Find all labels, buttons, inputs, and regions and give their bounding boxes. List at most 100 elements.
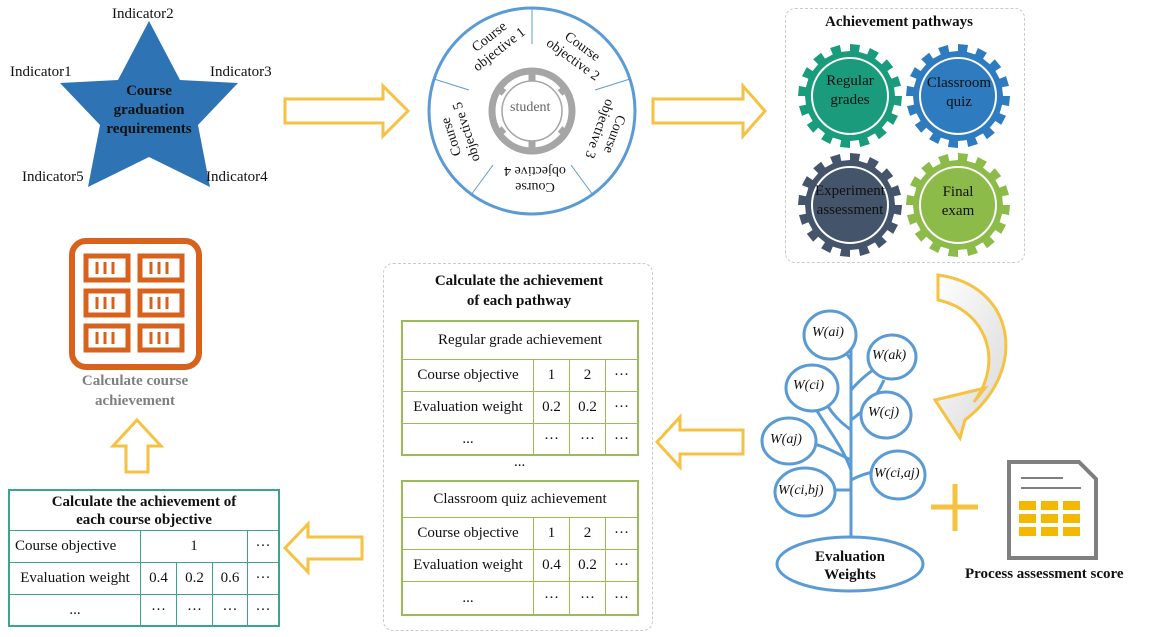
gear-line: quiz bbox=[946, 94, 972, 110]
table-cell: ··· bbox=[213, 595, 248, 625]
tree-leaf-label: W(ai) bbox=[812, 325, 844, 340]
objective-line: objective 4 bbox=[504, 163, 566, 178]
table-cell: 1 bbox=[534, 518, 570, 550]
document-spreadsheet-icon bbox=[1007, 460, 1098, 560]
tree-leaf-label: W(ci,aj) bbox=[874, 466, 920, 481]
tree-leaf-label: W(ci,bj) bbox=[778, 483, 824, 498]
table-cell: ··· bbox=[141, 595, 177, 625]
objective-calc-title: Calculate the achievement of each course… bbox=[10, 491, 278, 531]
gear-line: Regular bbox=[826, 73, 874, 89]
tree-leaf-label: W(ak) bbox=[872, 348, 907, 363]
table-cell: ··· bbox=[570, 424, 606, 454]
label-line: Calculate course bbox=[81, 373, 189, 389]
tree-label-line: Evaluation bbox=[814, 549, 886, 565]
arrow-up-icon bbox=[109, 417, 165, 474]
table-cell: ··· bbox=[177, 595, 213, 625]
title-line: Calculate the achievement bbox=[434, 273, 604, 289]
gear-line: Final bbox=[942, 184, 974, 200]
indicator-4-label: Indicator4 bbox=[206, 169, 268, 185]
course-achievement-label: Calculate course achievement bbox=[60, 371, 210, 411]
gear-experiment-label: Experiment assessment bbox=[802, 182, 898, 220]
title-line: of each pathway bbox=[466, 293, 572, 309]
table-cell: Course objective bbox=[10, 531, 141, 563]
table-cell: Evaluation weight bbox=[403, 550, 534, 582]
table-cell: 0.2 bbox=[177, 563, 213, 595]
table-cell: ··· bbox=[255, 601, 271, 618]
table-cell: ··· bbox=[534, 424, 570, 454]
indicator-3-label: Indicator3 bbox=[210, 64, 272, 80]
classroom-quiz-table: Classroom quiz achievement Course object… bbox=[401, 480, 639, 616]
tree-leaf-label: W(ci) bbox=[793, 378, 825, 393]
table-cell: 2 bbox=[570, 518, 606, 550]
plus-icon bbox=[931, 484, 978, 531]
table-cell: ··· bbox=[248, 531, 278, 563]
table-cell: 0.2 bbox=[570, 392, 606, 424]
table-cell: Course objective bbox=[403, 360, 534, 392]
table-cell: 0.4 bbox=[534, 550, 570, 582]
table-cell: Evaluation weight bbox=[403, 392, 534, 424]
indicator-1-label: Indicator1 bbox=[10, 64, 72, 80]
pathway-gears bbox=[798, 44, 1010, 257]
gear-line: Experiment bbox=[815, 183, 885, 199]
gear-inner-ring bbox=[919, 166, 997, 244]
gear-line: Classroom bbox=[926, 75, 992, 91]
wheel-hub-label: student bbox=[510, 100, 551, 115]
table-cell: 1 bbox=[534, 360, 570, 392]
table-cell: ... bbox=[403, 582, 534, 614]
graduation-requirements-label: Course graduation requirements bbox=[90, 82, 208, 139]
title-line: Calculate the achievement of bbox=[51, 493, 237, 510]
table-cell: ··· bbox=[570, 582, 606, 614]
table-cell: 0.6 bbox=[213, 563, 248, 595]
tree-leaf-label: W(cj) bbox=[868, 405, 900, 420]
gear-line: assessment bbox=[816, 202, 884, 218]
table-cell: 0.2 bbox=[570, 550, 606, 582]
table-cell: ... bbox=[403, 424, 534, 454]
gear-regular-grades-label: Regular grades bbox=[810, 72, 890, 110]
gear-final-exam-label: Final exam bbox=[918, 183, 998, 221]
table-cell: ... bbox=[10, 595, 141, 625]
objective-line: Course bbox=[515, 179, 555, 194]
table-separator: ... bbox=[514, 454, 526, 470]
table-cell: 0.4 bbox=[141, 563, 177, 595]
table-cell: ··· bbox=[614, 589, 629, 606]
table-cell: 1 bbox=[141, 531, 248, 563]
graduation-line: graduation bbox=[113, 102, 185, 118]
arrow-left-icon bbox=[282, 520, 364, 576]
table-cell: Evaluation weight bbox=[10, 563, 141, 595]
curved-arrow-icon bbox=[932, 273, 1008, 442]
table-cell: ··· bbox=[614, 430, 629, 447]
table-cell: ··· bbox=[606, 518, 637, 550]
table-title: Regular grade achievement bbox=[403, 322, 637, 360]
gear-inner-ring bbox=[811, 166, 889, 244]
evaluation-weights-label: Evaluation Weights bbox=[800, 548, 900, 584]
gear-inner-ring bbox=[811, 57, 889, 135]
table-cell: ··· bbox=[534, 582, 570, 614]
gear-line: exam bbox=[941, 203, 975, 219]
title-line: each course objective bbox=[76, 511, 212, 528]
wheel-objective-4: Course objective 4 bbox=[495, 162, 575, 194]
objective-wheel bbox=[427, 6, 637, 216]
label-line: achievement bbox=[95, 393, 175, 409]
gear-inner-ring bbox=[919, 57, 997, 135]
achievement-pathways-title: Achievement pathways bbox=[825, 14, 973, 30]
course-achievement-icon bbox=[69, 238, 202, 370]
table-cell: ··· bbox=[606, 392, 637, 424]
table-cell: 0.2 bbox=[534, 392, 570, 424]
table-title: Classroom quiz achievement bbox=[403, 482, 637, 518]
arrow-right-icon bbox=[283, 82, 411, 140]
graduation-star-icon bbox=[60, 21, 238, 187]
tree-leaf-label: W(aj) bbox=[770, 432, 802, 447]
arrow-left-icon bbox=[654, 413, 745, 471]
table-cell: ··· bbox=[606, 550, 637, 582]
table-cell: Course objective bbox=[403, 518, 534, 550]
indicator-2-label: Indicator2 bbox=[112, 6, 174, 22]
graduation-line: requirements bbox=[106, 121, 192, 137]
process-assessment-label: Process assessment score bbox=[965, 566, 1124, 582]
graduation-line: Course bbox=[126, 83, 172, 99]
table-cell: 2 bbox=[570, 360, 606, 392]
regular-grade-table: Regular grade achievement Course objecti… bbox=[401, 320, 639, 456]
indicator-5-label: Indicator5 bbox=[22, 169, 84, 185]
gear-classroom-quiz-label: Classroom quiz bbox=[919, 74, 999, 112]
table-cell: ··· bbox=[606, 360, 637, 392]
